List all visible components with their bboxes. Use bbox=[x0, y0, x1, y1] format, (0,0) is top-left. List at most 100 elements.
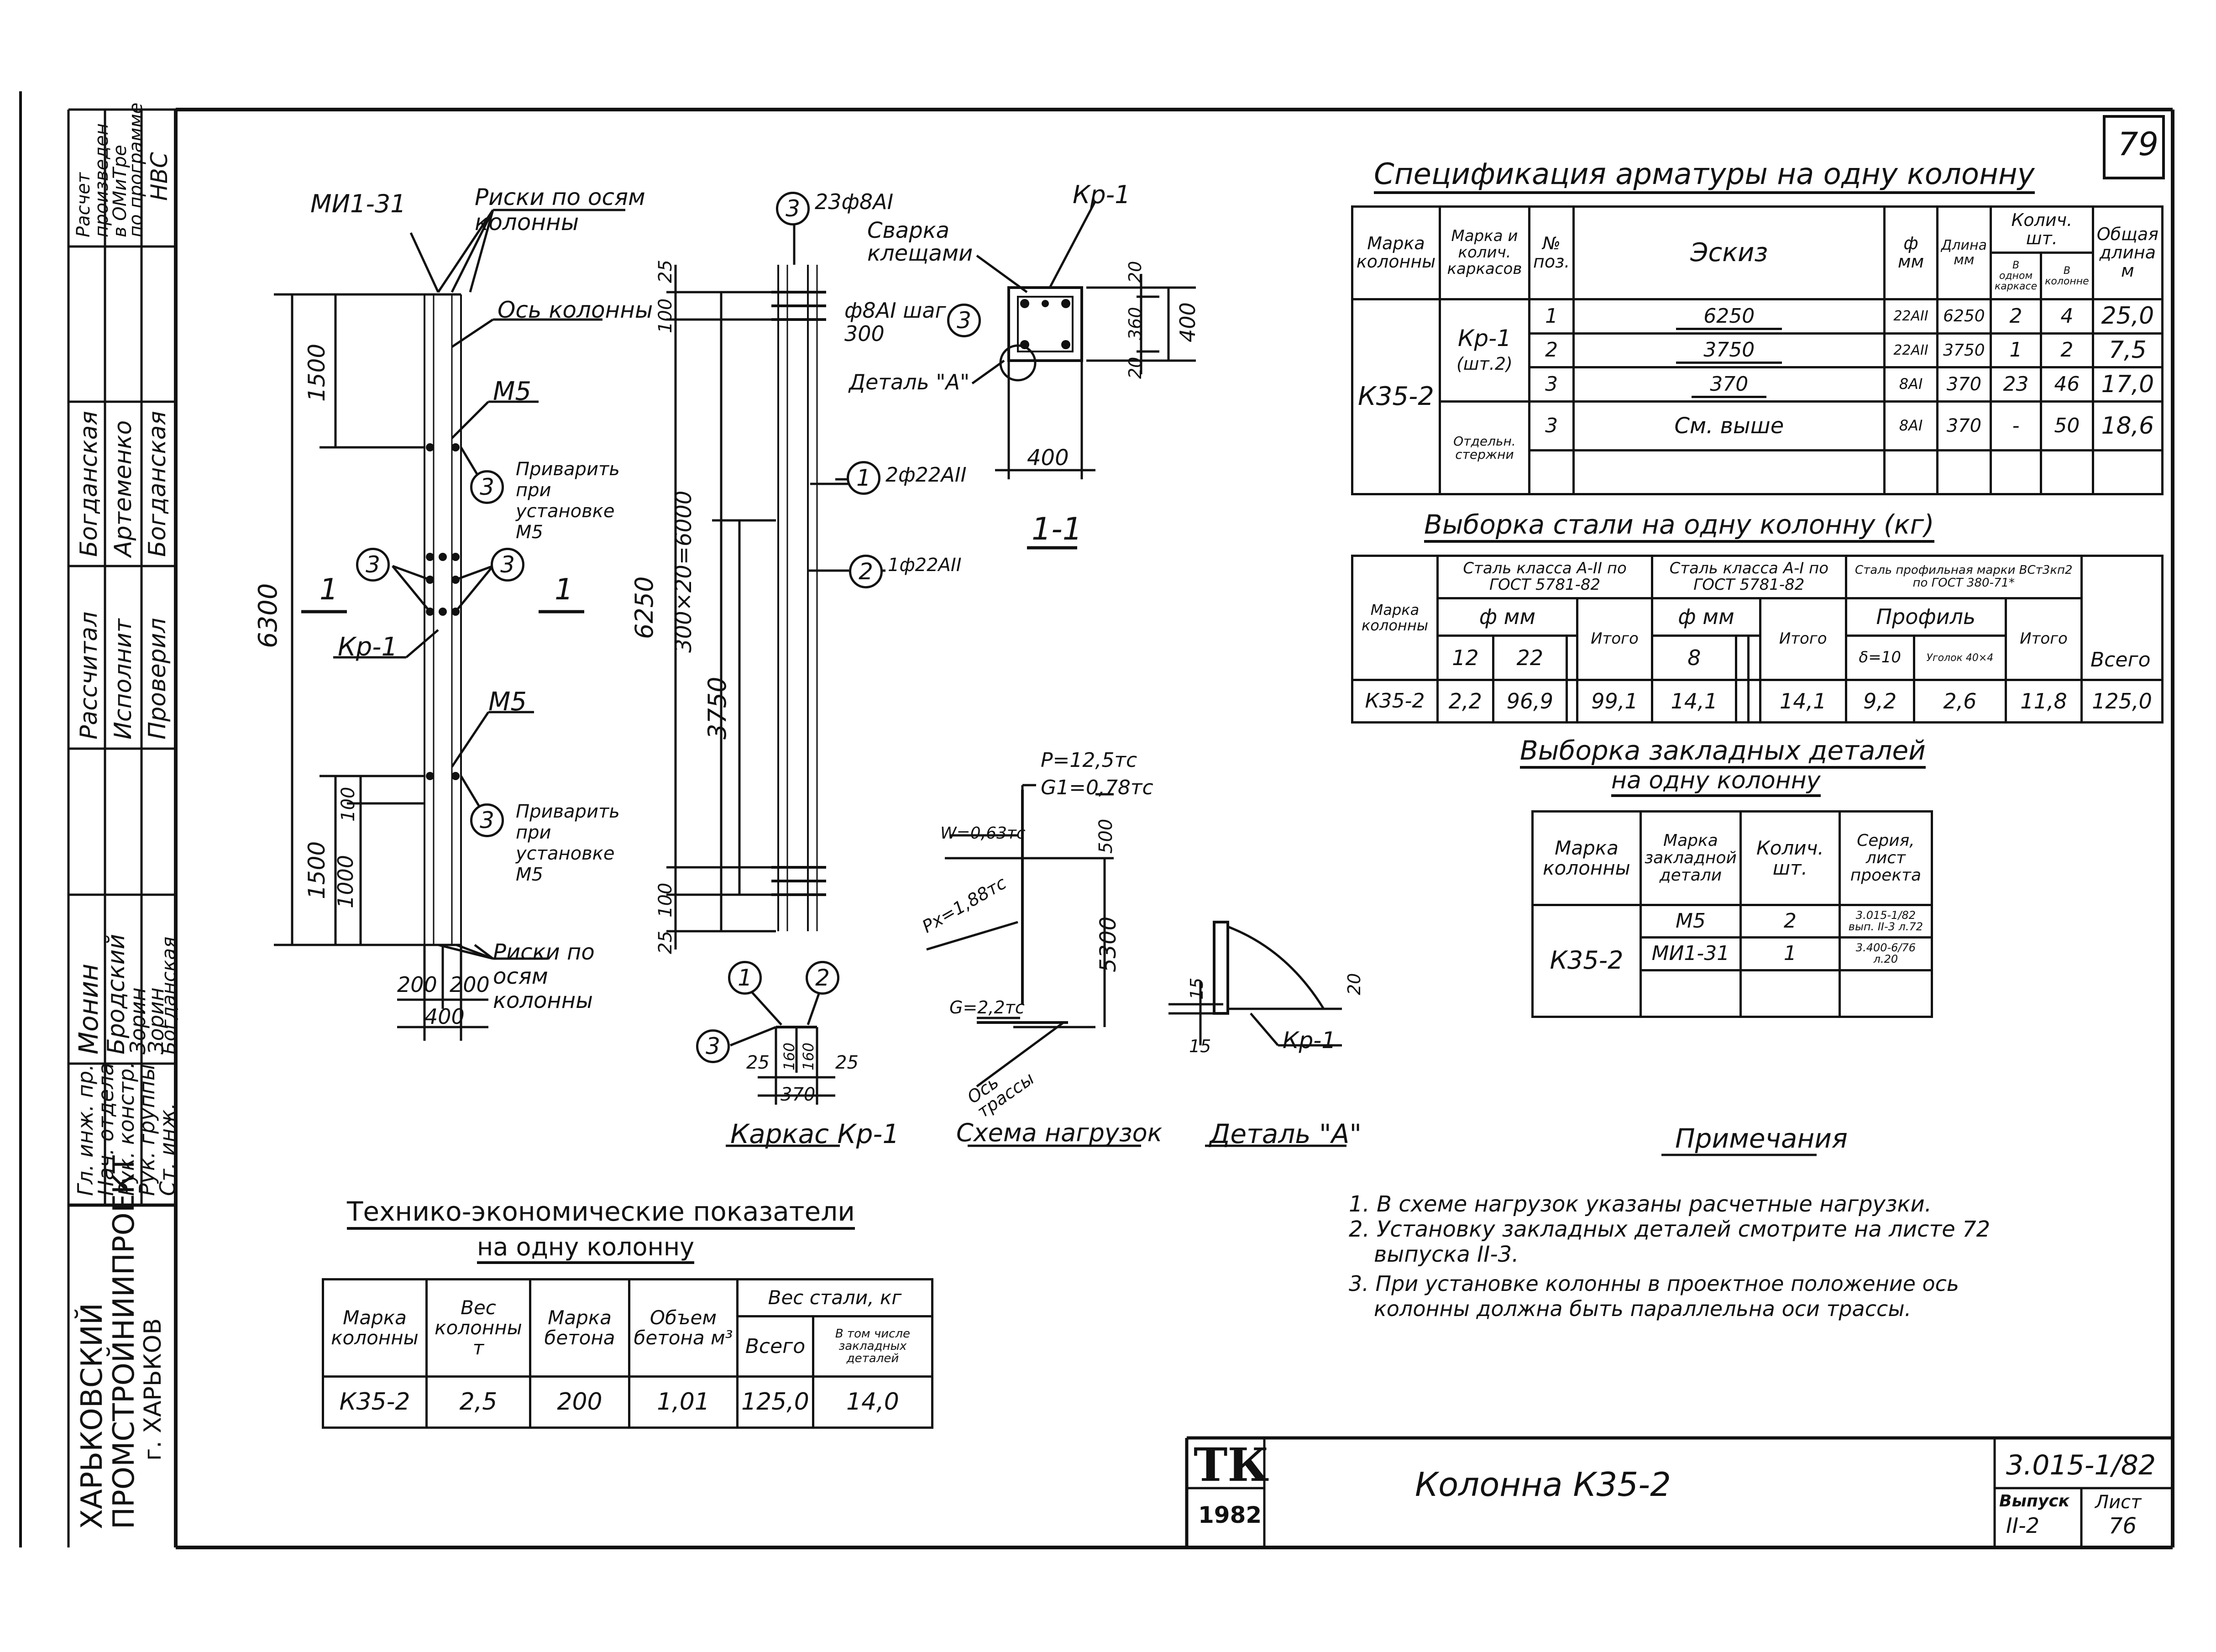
spec-n1: 23 bbox=[1989, 366, 2043, 403]
tep-h-volume: Объем бетона м³ bbox=[628, 1278, 739, 1378]
pos-2-marker: 2 bbox=[806, 961, 839, 995]
spec-pos: 3 bbox=[1528, 400, 1575, 451]
steel-blank bbox=[1747, 679, 1761, 724]
tk-logo: ТК bbox=[1194, 1438, 1269, 1492]
name2-3: Богданская bbox=[144, 411, 171, 557]
pos-1-marker: 1 bbox=[847, 461, 880, 495]
dim-200-right: 200 bbox=[450, 972, 490, 997]
spec-n2: 4 bbox=[2040, 298, 2094, 335]
spec-n2: 46 bbox=[2040, 366, 2094, 403]
spec-empty bbox=[1528, 449, 1575, 496]
steel-v22: 96,9 bbox=[1492, 679, 1568, 724]
spec-len: 370 bbox=[1936, 400, 1992, 451]
spec-kr-group: Кр-1 (шт.2) bbox=[1438, 298, 1530, 403]
dim-25-bottom: 25 bbox=[655, 931, 676, 954]
emb-series: 3.400-6/76 л.20 bbox=[1838, 936, 1933, 971]
emb-h-part: Марка закладной детали bbox=[1640, 810, 1742, 906]
spec-mark: К35-2 bbox=[1351, 298, 1441, 496]
det-dim-20: 20 bbox=[1344, 973, 1364, 995]
steel-h-itogo2: Итого bbox=[1759, 597, 1847, 682]
spec-h-karkas: Марка и колич. каркасов bbox=[1438, 205, 1530, 300]
tep-h-mark: Марка колонны bbox=[322, 1278, 428, 1378]
calc-note-5: НВС bbox=[146, 152, 173, 201]
steel-h-22: 22 bbox=[1492, 634, 1568, 682]
calc-note-4: по программе bbox=[126, 102, 147, 237]
sec-dim-20b: 20 bbox=[1125, 357, 1145, 379]
spec-empty bbox=[2040, 449, 2094, 496]
tep-h-weight: Вес колонны т bbox=[425, 1278, 531, 1378]
steel-h-blank bbox=[1747, 634, 1761, 682]
label-riski-top: Риски по осям колонны bbox=[475, 184, 645, 236]
kark-dim-25b: 25 bbox=[835, 1052, 859, 1073]
label-bar2: 1ф22АII bbox=[888, 555, 962, 576]
org-name-2: ПРОМСТРОЙНИИПРОЕКТ bbox=[107, 1155, 141, 1529]
note-2: 2. Установку закладных деталей смотрите … bbox=[1349, 1217, 1991, 1242]
pos-3-marker: 3 bbox=[696, 1029, 730, 1063]
det-dim-15a: 15 bbox=[1187, 977, 1207, 1000]
steel-h-blank bbox=[1565, 634, 1578, 682]
spec-sketch-label: 370 bbox=[1692, 372, 1767, 399]
emb-mark: К35-2 bbox=[1531, 903, 1642, 1018]
label-kr1-top: Кр-1 bbox=[1073, 180, 1131, 209]
org-city: г. ХАРЬКОВ bbox=[139, 1318, 167, 1461]
dim-5300: 5300 bbox=[1095, 916, 1121, 972]
sec-dim-360: 360 bbox=[1125, 307, 1145, 340]
steel-v8: 14,1 bbox=[1651, 679, 1738, 724]
kark-dim-160a: 160 bbox=[781, 1042, 798, 1070]
spec-sketch: 3750 bbox=[1572, 332, 1886, 369]
tep-weight: 2,5 bbox=[425, 1375, 531, 1429]
tep-h-embedded: В том числе закладных деталей bbox=[812, 1315, 934, 1378]
dim-100: 100 bbox=[338, 787, 359, 822]
steel-it3: 11,8 bbox=[2005, 679, 2083, 724]
spec-pos: 2 bbox=[1528, 332, 1575, 369]
embedded-table: Марка колонны Марка закладной детали Кол… bbox=[1531, 810, 1933, 1018]
steel-h-itogo1: Итого bbox=[1576, 597, 1654, 682]
steel-h-d10: δ=10 bbox=[1844, 634, 1915, 682]
dim-1000: 1000 bbox=[333, 855, 358, 908]
steel-blank bbox=[1735, 679, 1750, 724]
dim-25-top: 25 bbox=[655, 260, 676, 283]
spec-n1: 1 bbox=[1989, 332, 2043, 369]
dim-3750: 3750 bbox=[703, 677, 732, 739]
spec-h-pos: № поз. bbox=[1528, 205, 1575, 300]
role2-2: Исполнит bbox=[110, 619, 137, 739]
steel-vang: 2,6 bbox=[1912, 679, 2007, 724]
series-code: 3.015-1/82 bbox=[2006, 1449, 2156, 1481]
kark-dim-160b: 160 bbox=[800, 1042, 817, 1070]
label-bar1: 2ф22АII bbox=[885, 463, 967, 487]
section-mark-left: 1 bbox=[320, 573, 338, 607]
label-m5-top: М5 bbox=[493, 377, 531, 406]
steel-h-angle: Уголок 40×4 bbox=[1912, 634, 2007, 682]
steel-v12: 2,2 bbox=[1436, 679, 1494, 724]
sheet-title: Колонна К35-2 bbox=[1415, 1465, 1671, 1504]
steel-h-a1: Сталь класса А-I по ГОСТ 5781-82 bbox=[1651, 555, 1847, 599]
spec-sketch: 370 bbox=[1572, 366, 1886, 403]
steel-vd10: 9,2 bbox=[1844, 679, 1915, 724]
steel-h-itogo3: Итого bbox=[2005, 597, 2083, 682]
spec-len: 3750 bbox=[1936, 332, 1992, 369]
tep-table: Марка колонны Вес колонны т Марка бетона… bbox=[322, 1278, 934, 1429]
dim-100-bottom: 100 bbox=[655, 882, 676, 918]
steel-title: Выборка стали на одну колонну (кг) bbox=[1424, 509, 1934, 543]
dim-1500-bottom: 1500 bbox=[304, 841, 330, 899]
spec-kr-count: (шт.2) bbox=[1456, 354, 1513, 374]
spec-pos: 1 bbox=[1528, 298, 1575, 335]
kark-dim-370: 370 bbox=[781, 1084, 816, 1105]
spec-loose: Отдельн. стержни bbox=[1438, 400, 1530, 495]
emb-part: МИ1-31 bbox=[1640, 936, 1742, 971]
role-5: Ст. инж. bbox=[155, 1102, 180, 1196]
spec-sketch-label: 3750 bbox=[1676, 338, 1782, 364]
spec-h-in-column: В колонне bbox=[2040, 252, 2094, 300]
tep-mark: К35-2 bbox=[322, 1375, 428, 1429]
spec-h-total: Общая длина м bbox=[2091, 205, 2164, 300]
note-3b: колонны должна быть параллельна оси трас… bbox=[1374, 1296, 1912, 1321]
pos-3-marker: 3 bbox=[470, 470, 504, 504]
load-p: P=12,5тс bbox=[1041, 749, 1137, 772]
steel-h-empty bbox=[2080, 554, 2164, 682]
dim-200-left: 200 bbox=[397, 972, 437, 997]
note-3: 3. При установке колонны в проектное пол… bbox=[1349, 1271, 1959, 1296]
steel-h-profil: Профиль bbox=[1844, 597, 2007, 637]
sec-dim-400: 400 bbox=[1027, 445, 1069, 471]
steel-h-vsego: Всего bbox=[2090, 648, 2151, 671]
